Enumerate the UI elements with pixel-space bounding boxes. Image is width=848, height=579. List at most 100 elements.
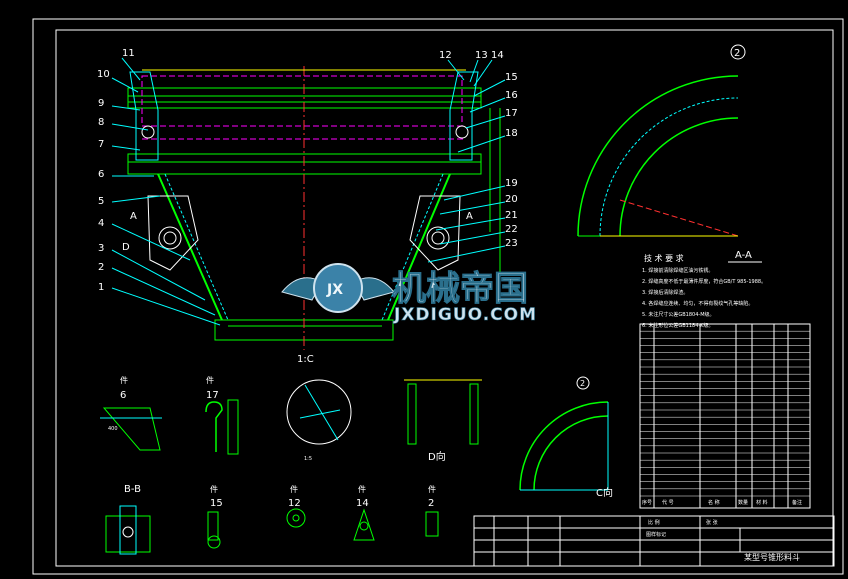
watermark-badge: JX <box>326 282 343 298</box>
main-view-caption: 1:C <box>297 354 314 365</box>
hidden-outline <box>141 75 463 127</box>
arc-inner <box>619 117 739 237</box>
part-label-17: 17 <box>505 108 518 119</box>
view-c-arc-inner <box>533 415 609 491</box>
part-label-2: 2 <box>98 262 104 273</box>
main-view <box>127 66 501 350</box>
watermark: JX 机械帝国 JXDIGUO.COM <box>281 263 537 325</box>
right-support-bore <box>426 226 450 250</box>
detail-2-label: 件 <box>428 484 436 494</box>
view-d: D向 <box>404 379 482 463</box>
parts-footer-2: 名 称 <box>708 499 720 506</box>
arc-mid <box>599 97 739 237</box>
part-label-7: 7 <box>98 139 104 150</box>
detail-14-label: 件 <box>358 484 366 494</box>
part-label-4: 4 <box>98 218 104 229</box>
arc-outer <box>577 75 739 237</box>
title-block-frame <box>473 515 835 567</box>
left-support-bore-inner <box>163 231 177 245</box>
parts-list-frame <box>639 323 811 509</box>
view-c-arc-outer <box>519 401 609 491</box>
detail-15-label: 件 <box>210 484 218 494</box>
note-line-6: 6. 未注形位公差GB1184-K级。 <box>642 322 713 329</box>
part-label-23: 23 <box>505 238 518 249</box>
notes-heading: 技 术 要 求 <box>644 253 684 263</box>
detail-circle: 1:5 <box>286 379 352 462</box>
part-label-14: 14 <box>491 50 504 61</box>
labels-left: 11 10 9 8 7 6 5 4 3 2 1 <box>97 48 135 293</box>
detail-17-hook <box>205 401 223 452</box>
cone-right-wall <box>387 173 451 321</box>
title-block: 某型号锥形料斗 比 例 张 张 图样标记 <box>473 515 835 567</box>
part-label-20: 20 <box>505 194 518 205</box>
title-block-sheet: 张 张 <box>706 519 718 526</box>
part-label-9: 9 <box>98 98 104 109</box>
section-marker-left: A <box>130 211 137 222</box>
parts-footer-0: 序号 <box>642 499 652 506</box>
detail-14-num: 14 <box>356 498 369 509</box>
part-label-21: 21 <box>505 210 518 221</box>
labels-right: 12 13 14 15 16 17 18 19 20 21 22 23 <box>439 50 518 249</box>
view-marker-d: D <box>122 242 130 253</box>
leaders-left <box>111 57 221 326</box>
outer-frame <box>32 18 844 575</box>
note-line-5: 5. 未注尺寸公差GB1804-M级。 <box>642 311 715 318</box>
detail-6-shape <box>102 407 161 451</box>
detail-6-label: 件 <box>120 375 128 385</box>
part-label-11: 11 <box>122 48 135 59</box>
part-label-13: 13 <box>475 50 488 61</box>
aa-balloon <box>730 44 746 60</box>
detail-12-label: 件 <box>290 484 298 494</box>
part-label-22: 22 <box>505 224 518 235</box>
leaders-right <box>427 59 506 263</box>
detail-15-num: 15 <box>210 498 223 509</box>
part-label-19: 19 <box>505 178 518 189</box>
detail-6-num: 6 <box>120 390 126 401</box>
right-support-bore-inner <box>431 231 445 245</box>
parts-list: 序号 代 号 名 称 数量 材 料 备注 <box>639 323 811 509</box>
section-marker-right: A <box>466 211 473 222</box>
detail-17-num: 17 <box>206 390 219 401</box>
note-line-1: 1. 焊接前清除焊缝区油污铁锈。 <box>642 267 713 274</box>
section-aa-title: A-A <box>735 250 752 261</box>
note-line-3: 3. 焊接后清除焊渣。 <box>642 289 688 296</box>
section-aa: 2 A-A <box>577 44 762 263</box>
part-label-3: 3 <box>98 243 104 254</box>
view-d-title: D向 <box>428 450 446 463</box>
view-c-balloon: 2 <box>580 379 585 388</box>
watermark-en: JXDIGUO.COM <box>393 305 537 325</box>
left-pin <box>141 125 155 139</box>
parts-footer-1: 代 号 <box>662 499 674 506</box>
detail-part-15: 件 15 <box>207 484 223 549</box>
detail-part-17: 件 17 <box>205 375 239 455</box>
part-label-8: 8 <box>98 117 104 128</box>
view-c: 2 C向 <box>519 376 613 499</box>
detail-circle-outline <box>286 379 352 445</box>
cone-left-wall-inner <box>164 173 229 321</box>
view-c-title: C向 <box>596 486 613 499</box>
detail-circle-scale: 1:5 <box>304 456 312 462</box>
right-pin <box>455 125 469 139</box>
watermark-gear <box>313 263 363 313</box>
detail-part-2: 件 2 <box>425 484 439 537</box>
left-support-bore <box>158 226 182 250</box>
view-d-left-plate <box>407 383 417 445</box>
part-label-10: 10 <box>97 69 110 80</box>
part-label-18: 18 <box>505 128 518 139</box>
part-label-5: 5 <box>98 196 104 207</box>
detail-part-12: 件 12 <box>286 484 306 528</box>
detail-2-num: 2 <box>428 498 434 509</box>
part-label-1: 1 <box>98 282 104 293</box>
part-label-15: 15 <box>505 72 518 83</box>
note-line-4: 4. 各焊缝应连续、均匀，不得有裂纹气孔等缺陷。 <box>642 300 753 307</box>
inner-frame <box>55 29 834 567</box>
parts-footer-5: 备注 <box>792 499 802 506</box>
detail-17-label: 件 <box>206 375 214 385</box>
part-label-12: 12 <box>439 50 452 61</box>
detail-12-num: 12 <box>288 498 301 509</box>
detail-6-dim: 400 <box>108 426 118 432</box>
title-block-scale: 比 例 <box>648 519 660 526</box>
title-block-stage: 图样标记 <box>646 531 666 538</box>
